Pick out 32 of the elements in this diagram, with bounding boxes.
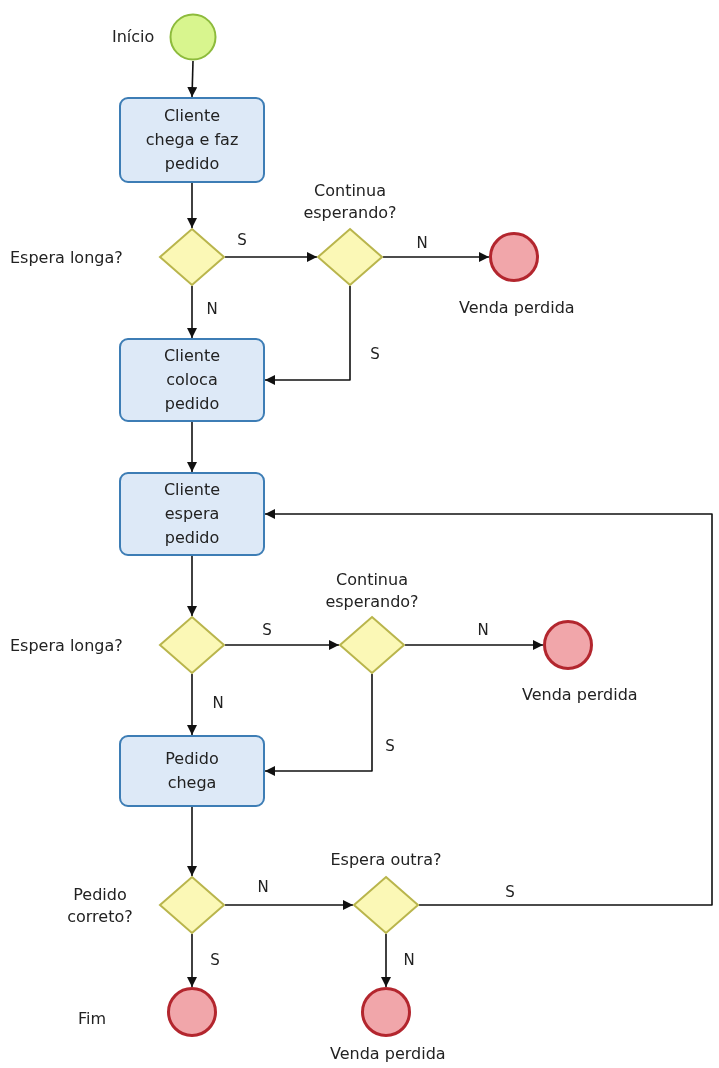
node-label: Continua esperando? [324, 569, 420, 613]
node-label: Início [112, 26, 155, 48]
arrow [224, 252, 318, 262]
node-label: Venda perdida [459, 297, 575, 319]
arrow [187, 60, 198, 98]
process-box: Cliente coloca pedido [119, 338, 265, 422]
arrow [381, 933, 391, 988]
node-label: Venda perdida [522, 684, 638, 706]
arrow [187, 182, 197, 229]
node-label: Espera longa? [10, 635, 123, 657]
arrow [187, 806, 197, 877]
arrow [404, 640, 544, 650]
arrow [264, 509, 713, 906]
arrow [382, 252, 490, 262]
process-box: Cliente chega e faz pedido [119, 97, 265, 183]
node-label: Fim [78, 1008, 107, 1030]
arrow [187, 285, 197, 339]
node-label: Pedido correto? [66, 884, 134, 928]
arrow [264, 285, 351, 385]
arrow [224, 640, 340, 650]
node-label: Venda perdida [330, 1043, 446, 1065]
node-label: Espera longa? [10, 247, 123, 269]
arrow [187, 421, 197, 473]
arrow [187, 555, 197, 617]
process-box: Pedido chega [119, 735, 265, 807]
node-label: Espera outra? [329, 849, 443, 871]
process-box: Cliente espera pedido [119, 472, 265, 556]
arrow [224, 900, 354, 910]
node-label: Continua esperando? [302, 180, 398, 224]
arrow [187, 933, 197, 988]
arrow [187, 673, 197, 736]
arrow [264, 673, 373, 776]
